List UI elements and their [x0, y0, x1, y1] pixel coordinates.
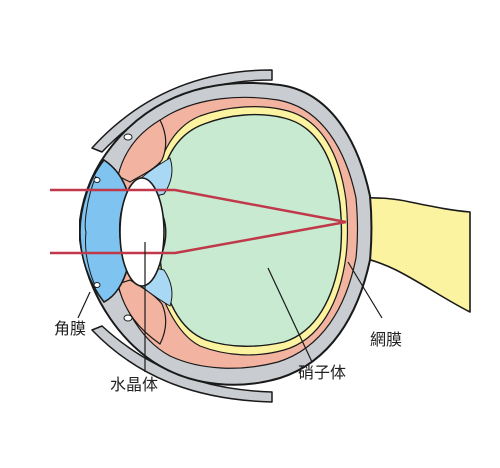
cornea-inner-line: [84, 175, 97, 289]
label-cornea: 角膜: [54, 319, 86, 338]
sclera-feature-2: [93, 177, 101, 183]
label-lens: 水晶体: [110, 375, 158, 394]
light-ray-lower: [50, 220, 347, 255]
leader-line-vitreous: [267, 267, 313, 363]
sclera-feature-3: [93, 282, 101, 288]
sclera-feature-4: [123, 314, 133, 322]
label-retina: 網膜: [370, 330, 402, 349]
lower-eyelid: [91, 325, 273, 403]
leader-line-retina: [347, 261, 383, 319]
sclera-feature-1: [123, 133, 133, 141]
leader-line-cornea: [77, 291, 91, 319]
label-vitreous: 硝子体: [298, 363, 346, 382]
vitreous-body: [157, 113, 343, 347]
ciliary-body-upper: [117, 119, 167, 183]
light-ray-upper: [50, 188, 347, 224]
lens: [119, 177, 165, 287]
